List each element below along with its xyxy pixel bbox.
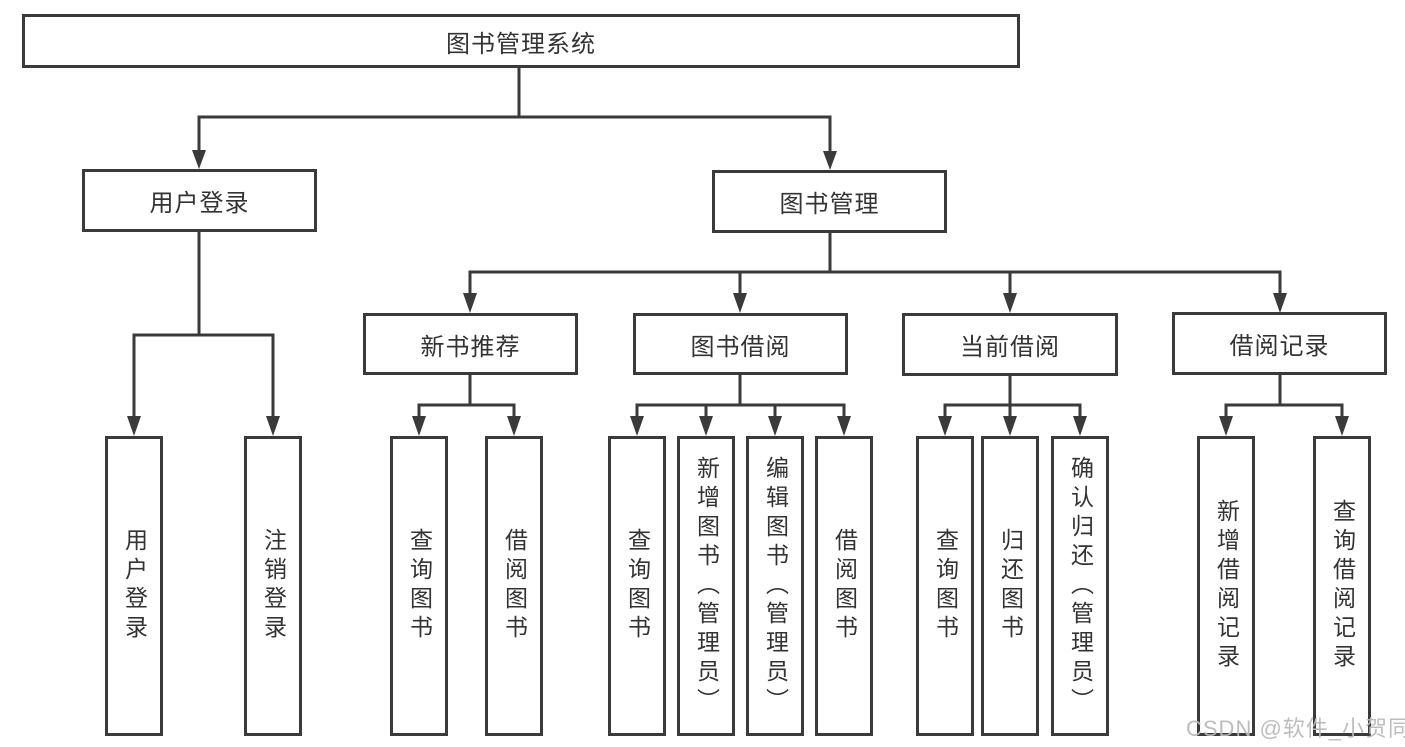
node-current-borrowing: 当前借阅: [902, 313, 1118, 376]
leaf-borrow-books-1: 借阅图书: [485, 436, 543, 736]
leaf-label: 查询图书: [406, 528, 433, 644]
node-borrowing-records: 借阅记录: [1172, 312, 1387, 375]
leaf-add-borrow-record: 新增借阅记录: [1197, 436, 1255, 736]
connector-records-children: [1219, 375, 1349, 436]
leaf-label: 用户登录: [121, 528, 148, 644]
leaf-label: 查询借阅记录: [1329, 499, 1356, 673]
connector-root-to-level2: [192, 68, 837, 170]
leaf-query-borrow-record: 查询借阅记录: [1313, 436, 1371, 736]
leaf-query-books-2: 查询图书: [608, 436, 666, 736]
leaf-label: 借阅图书: [501, 528, 528, 644]
leaf-label: 新增图书（管理员）: [693, 455, 720, 717]
connector-user-login-children: [127, 232, 280, 436]
leaf-query-books-1: 查询图书: [390, 436, 448, 736]
leaf-label: 新增借阅记录: [1213, 499, 1240, 673]
leaf-logout: 注销登录: [244, 436, 302, 736]
node-root-system: 图书管理系统: [22, 14, 1020, 68]
connector-borrowing-children: [630, 375, 851, 436]
connector-book-mgmt-to-level3: [463, 233, 1287, 313]
connector-new-books-children: [412, 375, 521, 436]
node-book-management: 图书管理: [712, 170, 947, 233]
leaf-label: 查询图书: [624, 528, 651, 644]
leaf-edit-books-admin: 编辑图书（管理员）: [746, 436, 804, 736]
leaf-label: 编辑图书（管理员）: [762, 455, 789, 717]
connector-current-children: [938, 376, 1087, 436]
leaf-query-books-3: 查询图书: [916, 436, 974, 736]
node-new-book-recommend: 新书推荐: [363, 313, 578, 375]
csdn-watermark: CSDN @软件_小贺同学: [1186, 716, 1405, 741]
leaf-label: 确认归还（管理员）: [1067, 455, 1094, 717]
leaf-label: 查询图书: [932, 528, 959, 644]
leaf-label: 借阅图书: [831, 528, 858, 644]
leaf-add-books-admin: 新增图书（管理员）: [677, 436, 735, 736]
leaf-user-login: 用户登录: [105, 436, 163, 736]
node-book-borrowing: 图书借阅: [633, 313, 848, 375]
leaf-confirm-return-admin: 确认归还（管理员）: [1051, 436, 1109, 736]
leaf-label: 注销登录: [260, 528, 287, 644]
leaf-borrow-books-2: 借阅图书: [815, 436, 873, 736]
leaf-return-books: 归还图书: [981, 436, 1039, 736]
node-user-login: 用户登录: [82, 169, 317, 232]
leaf-label: 归还图书: [997, 528, 1024, 644]
